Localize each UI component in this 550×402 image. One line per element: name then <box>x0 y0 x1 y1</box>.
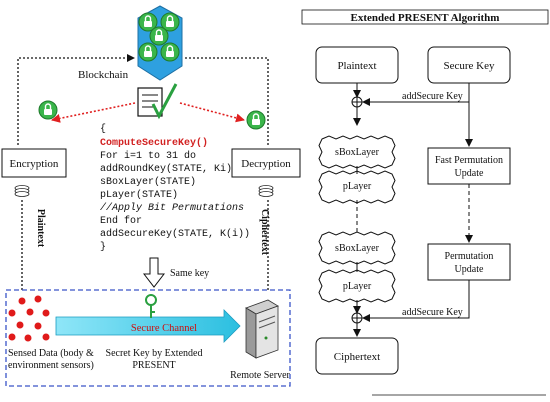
secret-key-line2: PRESENT <box>132 360 175 371</box>
permutation-line2: Update <box>455 264 484 275</box>
xor-bottom-icon <box>351 312 363 324</box>
sensed-data-line2: environment sensors) <box>8 360 94 371</box>
ciphertext-box-label: Ciphertext <box>334 351 380 363</box>
secure-key-box-label: Secure Key <box>443 60 495 72</box>
code-function-name: ComputeSecureKey() <box>100 137 208 149</box>
decryption-box <box>231 148 301 178</box>
encryption-label: Encryption <box>10 158 59 170</box>
fast-permutation-line2: Update <box>455 168 484 179</box>
document-check-icon <box>137 83 178 120</box>
ciphertext-box <box>315 337 399 375</box>
blockchain-links <box>17 54 269 145</box>
decryption-label: Decryption <box>241 158 291 170</box>
code-line-comment: //Apply Bit Permutations <box>100 202 244 214</box>
title-bar <box>301 9 549 25</box>
encryption-box <box>1 148 67 178</box>
code-line-add-secure: addSecureKey(STATE, K(i)) <box>100 228 250 240</box>
ciphertext-vertical-label: Ciphertext <box>259 209 270 256</box>
blockchain-hexagon-icon <box>137 5 183 81</box>
sbox-layer-2-shape <box>318 231 396 265</box>
sensor-dots-icon <box>8 295 50 342</box>
plaintext-box-label: Plaintext <box>337 60 376 72</box>
player-label-2: pLayer <box>343 281 372 292</box>
same-key-label: Same key <box>170 268 209 279</box>
secret-key-line1: Secret Key by Extended <box>106 348 203 359</box>
key-exchange-arrows <box>51 102 245 123</box>
blockchain-label: Blockchain <box>78 69 129 81</box>
ciphertext-stack-icon <box>258 185 274 197</box>
remote-server-icon <box>245 299 279 359</box>
secure-zone-box <box>5 289 291 387</box>
code-open-brace: { <box>100 123 106 135</box>
plaintext-stack-icon <box>14 185 30 197</box>
plaintext-vertical-label: Plaintext <box>35 209 46 248</box>
code-line-player: pLayer(STATE) <box>100 189 178 201</box>
key-icon <box>145 294 157 318</box>
algorithm-title: Extended PRESENT Algorithm <box>351 12 500 24</box>
fast-permutation-box <box>427 147 511 185</box>
permutation-update-box <box>427 243 511 281</box>
add-secure-key-label-1: addSecure Key <box>402 91 463 102</box>
fast-permutation-line1: Fast Permutation <box>435 155 503 166</box>
secure-channel-arrow <box>55 309 241 343</box>
xor-top-icon <box>351 96 363 108</box>
add-secure-key-label-2: addSecure Key <box>402 307 463 318</box>
remote-server-label: Remote Server <box>230 370 290 381</box>
code-line-end-for: End for <box>100 215 142 227</box>
round-layers <box>318 135 396 303</box>
sbox-layer-1-shape <box>318 135 396 169</box>
code-line-sbox: sBoxLayer(STATE) <box>100 176 196 188</box>
sensed-data-line1: Sensed Data (body & <box>8 348 94 359</box>
code-close-brace: } <box>100 241 106 253</box>
code-line-for: For i=1 to 31 do <box>100 150 196 162</box>
left-lock-icon <box>38 100 58 120</box>
permutation-line1: Permutation <box>445 251 494 262</box>
same-key-arrow-icon <box>142 257 166 288</box>
sbox-label-1: sBoxLayer <box>335 147 380 158</box>
code-line-add-round: addRoundKey(STATE, Ki) <box>100 163 232 175</box>
player-layer-2-shape <box>318 269 396 303</box>
right-lock-icon <box>246 110 266 130</box>
player-layer-1-shape <box>318 170 396 204</box>
player-label-1: pLayer <box>343 181 372 192</box>
add-secure-key-arrow-2 <box>362 280 470 322</box>
sbox-label-2: sBoxLayer <box>335 243 380 254</box>
pseudocode-block: { ComputeSecureKey() For i=1 to 31 do ad… <box>100 123 250 253</box>
secure-channel-label: Secure Channel <box>131 323 197 334</box>
enc-dec-links <box>21 200 269 290</box>
